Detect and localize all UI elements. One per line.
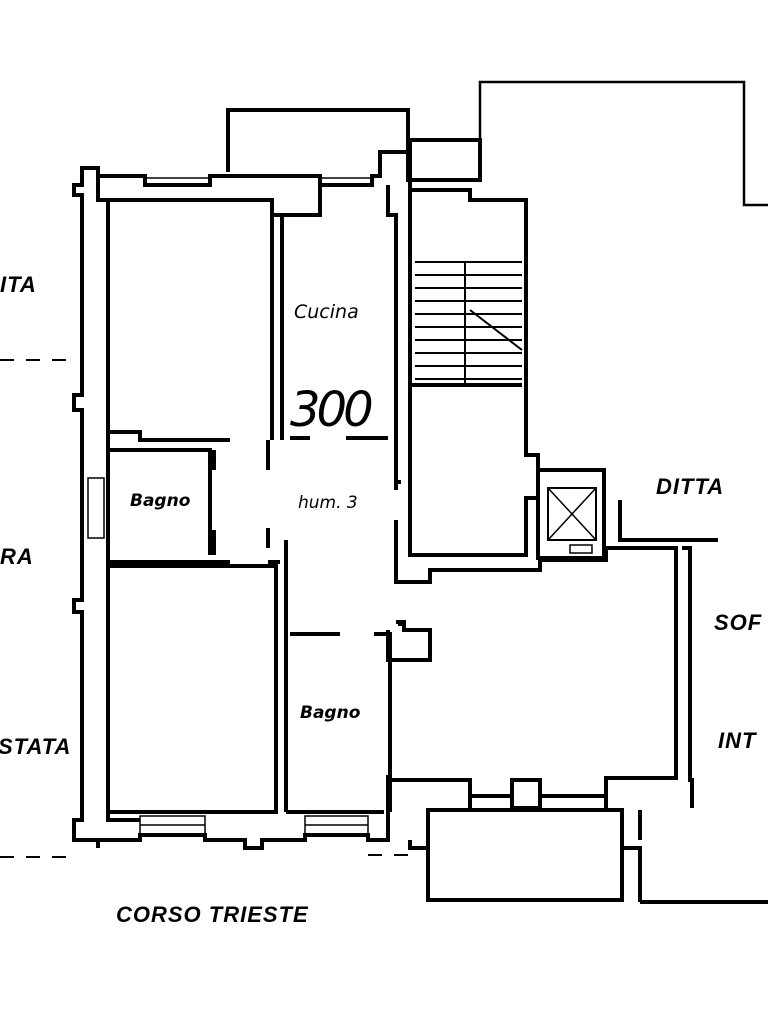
apartment-outer-wall — [72, 150, 410, 850]
door-marks — [397, 480, 402, 626]
windows — [87, 177, 373, 835]
room-right-large — [404, 500, 718, 810]
hallway-walls — [386, 455, 472, 808]
staircase — [408, 180, 540, 557]
label-street: CORSO TRIESTE — [116, 902, 309, 927]
balcony-bottom — [408, 808, 768, 904]
label-left-bottom: STATA — [0, 734, 71, 759]
label-right-sof: SOF — [714, 610, 762, 635]
label-left-mid: RA — [0, 544, 34, 569]
label-unit-number: 300 — [290, 382, 372, 438]
property-boundary-lines — [0, 359, 420, 858]
label-bath-bottom: Bagno — [300, 703, 361, 723]
label-left-top: ITA — [0, 272, 37, 297]
label-entrance: hum. 3 — [298, 493, 358, 513]
label-bath-top: Bagno — [130, 491, 191, 511]
balcony-top — [226, 108, 410, 172]
label-right-int: INT — [718, 728, 757, 753]
label-ditta: DITTA — [656, 474, 724, 499]
elevator-shaft — [536, 468, 606, 560]
room-bottom-left — [108, 560, 280, 814]
room-bath-left — [108, 440, 270, 564]
neighbour-building-outline — [478, 80, 768, 207]
room-kitchen — [272, 185, 398, 455]
label-kitchen: Cucina — [294, 301, 359, 323]
stair-landing-box — [408, 138, 482, 182]
room-top-left — [108, 198, 274, 442]
room-bath-bottom — [284, 540, 392, 814]
